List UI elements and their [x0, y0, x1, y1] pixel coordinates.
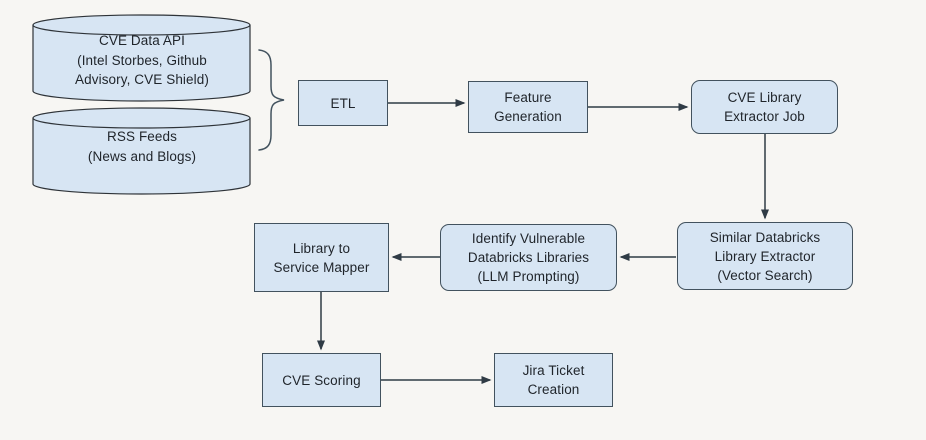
curly-brace-connector — [258, 49, 285, 151]
node-cve-library-extractor-job: CVE Library Extractor Job — [691, 80, 838, 134]
node-identify-vulnerable-databricks-libraries: Identify Vulnerable Databricks Libraries… — [440, 224, 617, 291]
cylinder-cve-data-api — [32, 14, 251, 102]
node-library-to-service-mapper: Library to Service Mapper — [254, 223, 389, 292]
node-label-cve-data-api: CVE Data API (Intel Storbes, Github Advi… — [75, 33, 209, 87]
node-jira-ticket-creation: Jira Ticket Creation — [494, 353, 613, 407]
node-etl: ETL — [298, 80, 388, 126]
node-feature-generation: Feature Generation — [468, 81, 588, 133]
cylinder-rss-feeds — [32, 107, 251, 195]
node-cve-scoring: CVE Scoring — [262, 353, 381, 407]
node-label-rss-feeds: RSS Feeds (News and Blogs) — [87, 129, 197, 164]
node-similar-databricks-library-extractor: Similar Databricks Library Extractor (Ve… — [677, 222, 853, 290]
